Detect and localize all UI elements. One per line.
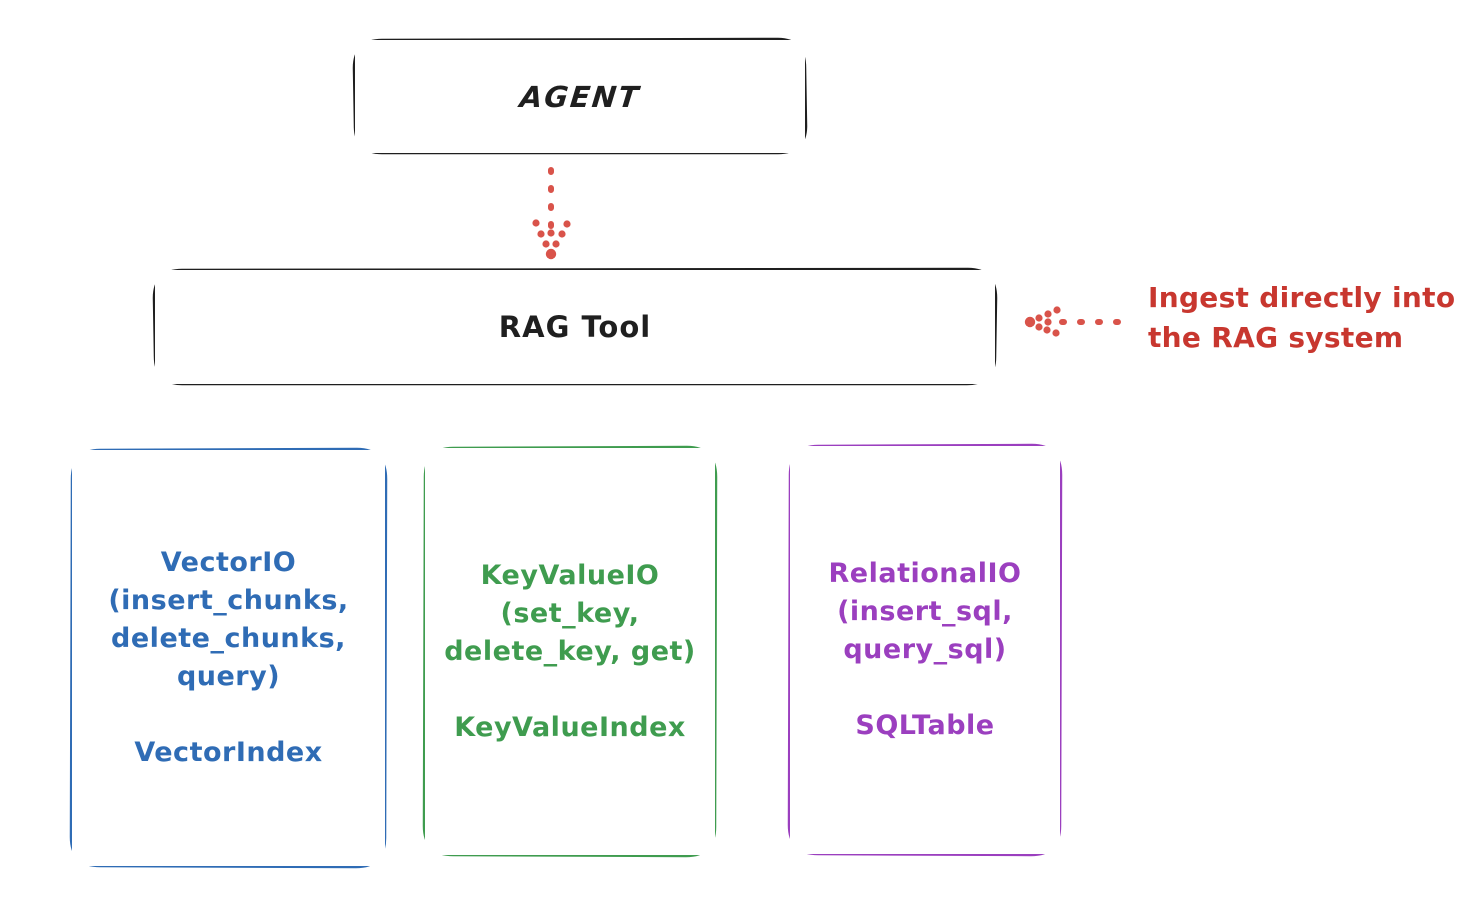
relational-io-node-label: RelationalIO (insert_sql, query_sql) xyxy=(828,558,1022,665)
connector-agent-to-rag-tool xyxy=(532,167,571,260)
key-value-io-node[interactable]: KeyValueIO (set_key, delete_key, get) Ke… xyxy=(425,448,715,855)
key-value-io-node-label: KeyValueIO (set_key, delete_key, get) xyxy=(444,559,696,667)
relational-io-node-sublabel: SQLTable xyxy=(855,710,995,741)
rag-tool-node-label: RAG Tool xyxy=(498,310,652,344)
vector-io-node[interactable]: VectorIO (insert_chunks, delete_chunks, … xyxy=(72,450,385,866)
key-value-io-node-sublabel: KeyValueIndex xyxy=(454,711,686,743)
connector-ingest-to-rag-tool xyxy=(1024,306,1135,337)
rag-tool-node[interactable]: RAG Tool xyxy=(155,270,995,384)
agent-node-label: AGENT xyxy=(518,79,642,114)
agent-node[interactable]: AGENT xyxy=(355,40,805,153)
ingest-annotation-text: Ingest directly into the RAG system xyxy=(1148,281,1456,354)
vector-io-node-label: VectorIO (insert_chunks, delete_chunks, … xyxy=(108,547,349,692)
relational-io-node[interactable]: RelationalIO (insert_sql, query_sql) SQL… xyxy=(790,446,1060,854)
vector-io-node-sublabel: VectorIndex xyxy=(134,737,323,768)
